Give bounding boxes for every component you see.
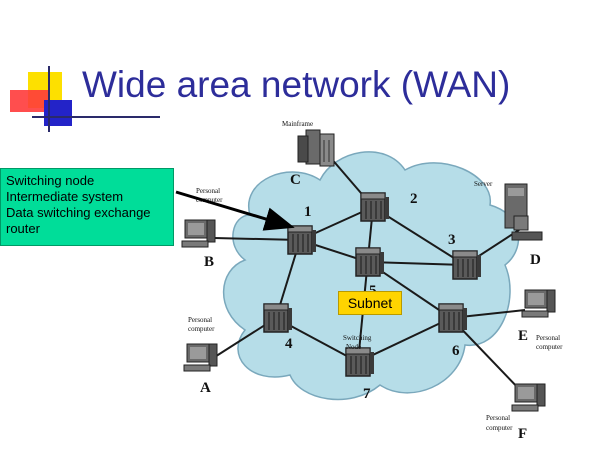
router-node-7: [345, 347, 375, 377]
endpoint-letter-c: C: [290, 172, 301, 188]
server-icon: [504, 183, 543, 241]
label-pc-f-2: computer: [486, 424, 513, 432]
pc-icon-f: [511, 383, 546, 412]
endpoint-letter-a: A: [200, 380, 211, 396]
label-server: Server: [474, 180, 493, 188]
callout-line-3: Data switching exchange: [6, 205, 151, 220]
mainframe-icon: [297, 129, 335, 167]
endpoint-letter-e: E: [518, 328, 528, 344]
label-pc-b-1: Personal: [196, 187, 220, 195]
router-node-1: [287, 225, 317, 255]
router-node-4: [263, 303, 293, 333]
node-label-3: 3: [448, 232, 456, 248]
switching-node-callout: Switching node Intermediate system Data …: [0, 168, 174, 246]
subnet-label: Subnet: [338, 291, 402, 315]
callout-line-1: Switching node: [6, 173, 95, 188]
label-pc-e-2: computer: [536, 343, 563, 351]
switching-node-caption-2: Node: [346, 343, 361, 351]
label-mainframe: Mainframe: [282, 120, 313, 128]
label-pc-b-2: computer: [196, 196, 223, 204]
callout-line-2: Intermediate system: [6, 189, 124, 204]
node-label-2: 2: [410, 191, 418, 207]
node-label-4: 4: [285, 336, 293, 352]
pc-icon-b: [181, 219, 216, 248]
page-title: Wide area network (WAN): [82, 64, 511, 105]
decor-red-square: [10, 90, 48, 112]
label-pc-a-1: Personal: [188, 316, 212, 324]
label-pc-e-1: Personal: [536, 334, 560, 342]
callout-line-4: router: [6, 221, 40, 236]
decor-vertical-line: [48, 66, 50, 132]
pc-icon-e: [521, 289, 556, 318]
endpoint-letter-f: F: [518, 426, 527, 442]
label-pc-f-1: Personal: [486, 414, 510, 422]
router-node-3: [452, 250, 482, 280]
node-label-6: 6: [452, 343, 460, 359]
endpoint-letter-b: B: [204, 254, 214, 270]
callout-arrow: [175, 190, 295, 231]
router-node-5: [355, 247, 385, 277]
switching-node-caption-1: Switching: [343, 334, 372, 342]
decor-horizontal-line: [32, 116, 160, 118]
pc-icon-a: [183, 343, 218, 372]
node-label-7: 7: [363, 386, 371, 402]
router-node-2: [360, 192, 390, 222]
label-pc-a-2: computer: [188, 325, 215, 333]
endpoint-letter-d: D: [530, 252, 541, 268]
router-node-6: [438, 303, 468, 333]
node-label-1: 1: [304, 204, 312, 220]
